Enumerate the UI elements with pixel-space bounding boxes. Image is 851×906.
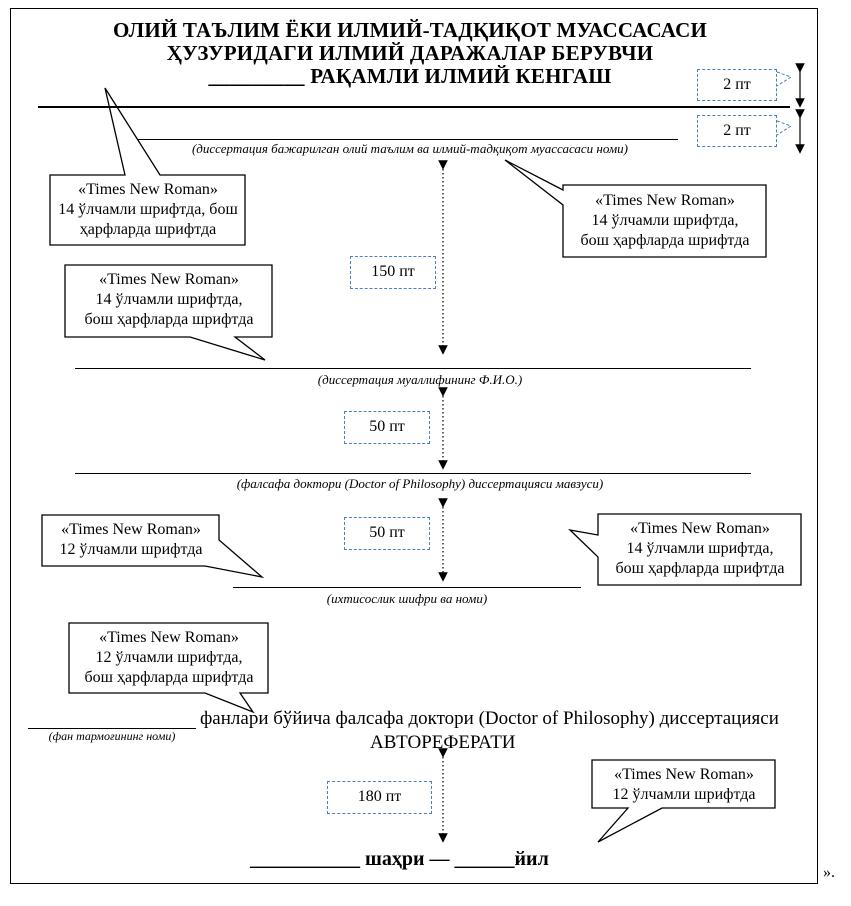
spacing-box-6: 180 пт (327, 781, 432, 814)
year-blank: ______ (454, 848, 515, 870)
callout-shape-4 (41, 514, 265, 579)
callout-2-line-2: 14 ўлчамли шрифтда, (591, 212, 739, 229)
callout-1-line-3: ҳарфларда шрифтда (79, 221, 217, 238)
callout-shape-5 (568, 513, 802, 586)
header-line-3: _________ РАҚАМЛИ ИЛМИЙ КЕНГАШ (60, 64, 760, 88)
header-line-1: ОЛИЙ ТАЪЛИМ ЁКИ ИЛМИЙ-ТАДҚИҚОТ МУАССАСАС… (112, 18, 708, 42)
callout-shape-1 (49, 87, 246, 246)
callout-6: «Times New Roman» 12 ўлчамли шрифтда, бо… (71, 628, 267, 688)
callout-5-line-1: «Times New Roman» (630, 520, 770, 537)
year-word: йил (514, 848, 549, 870)
callout-7: «Times New Roman» 12 ўлчамли шрифтда (594, 765, 774, 805)
degree-text: фанлари бўйича фалсафа доктори (Doctor o… (200, 708, 779, 729)
spacing-box-4: 50 пт (344, 411, 430, 444)
closing-quote: ». (823, 864, 835, 881)
callout-2-line-3: бош ҳарфларда шрифтда (580, 232, 750, 249)
spacing-box-1: 2 пт (697, 69, 777, 101)
city-year-line: ___________ шаҳри — ______йил (250, 848, 549, 871)
institution-caption: (диссертация бажарилган олий таълим ва и… (191, 141, 629, 156)
callout-7-line-2: 12 ўлчамли шрифтда (612, 786, 756, 803)
callout-1-line-2: 14 ўлчамли шрифтда, бош (58, 201, 238, 218)
callout-shape-6 (68, 622, 269, 714)
callout-5-line-2: 14 ўлчамли шрифтда, (626, 540, 774, 557)
callout-4-line-2: 12 ўлчамли шрифтда (59, 541, 203, 558)
city-blank: ___________ (250, 848, 360, 870)
callout-5-line-3: бош ҳарфларда шрифтда (615, 560, 785, 577)
topic-caption: (фалсафа доктори (Doctor of Philosophy) … (236, 476, 604, 491)
header-separator (38, 106, 790, 108)
callout-1: «Times New Roman» 14 ўлчамли шрифтда, бо… (52, 180, 244, 240)
connector-2pt-2 (776, 120, 793, 136)
author-caption: (диссертация муаллифининг Ф.И.О.) (317, 372, 523, 387)
callout-6-line-1: «Times New Roman» (99, 629, 239, 646)
callout-3-line-3: бош ҳарфларда шрифтда (84, 311, 254, 328)
specialty-caption: (ихтисослик шифри ва номи) (326, 591, 488, 606)
spacing-box-2: 2 пт (697, 115, 777, 147)
callout-3-line-2: 14 ўлчамли шрифтда, (95, 291, 243, 308)
council-text: РАҚАМЛИ ИЛМИЙ КЕНГАШ (310, 64, 612, 88)
callout-shape-3 (64, 264, 273, 361)
header-line-2: ҲУЗУРИДАГИ ИЛМИЙ ДАРАЖАЛАР БЕРУВЧИ (166, 41, 654, 65)
specialty-line (233, 587, 581, 588)
callout-3: «Times New Roman» 14 ўлчамли шрифтда, бо… (67, 270, 271, 330)
city-word: шаҳри — (365, 848, 450, 870)
callout-4: «Times New Roman» 12 ўлчамли шрифтда (44, 520, 218, 560)
page-frame (10, 8, 818, 884)
council-number-blank: _________ (208, 64, 305, 88)
field-caption: (фан тармоғининг номи) (48, 729, 176, 743)
institution-line (138, 139, 678, 140)
callout-1-line-1: «Times New Roman» (78, 181, 218, 198)
autoreferat-text: АВТОРЕФЕРАТИ (370, 732, 516, 753)
callout-6-line-3: бош ҳарфларда шрифтда (84, 669, 254, 686)
callout-5: «Times New Roman» 14 ўлчамли шрифтда, бо… (600, 519, 800, 579)
callout-shape-2 (504, 159, 767, 258)
connector-2pt-1 (776, 71, 793, 87)
callout-3-line-1: «Times New Roman» (99, 271, 239, 288)
callout-6-line-2: 12 ўлчамли шрифтда, (95, 649, 243, 666)
callout-2-line-1: «Times New Roman» (595, 192, 735, 209)
spacing-box-5: 50 пт (344, 517, 430, 550)
spacing-box-3: 150 пт (350, 256, 436, 289)
callout-2: «Times New Roman» 14 ўлчамли шрифтда, бо… (565, 191, 765, 251)
callout-4-line-1: «Times New Roman» (61, 521, 201, 538)
callout-shape-7 (591, 759, 776, 843)
author-line (75, 368, 751, 369)
topic-line (75, 473, 751, 474)
field-line (28, 728, 196, 729)
callout-7-line-1: «Times New Roman» (614, 766, 754, 783)
